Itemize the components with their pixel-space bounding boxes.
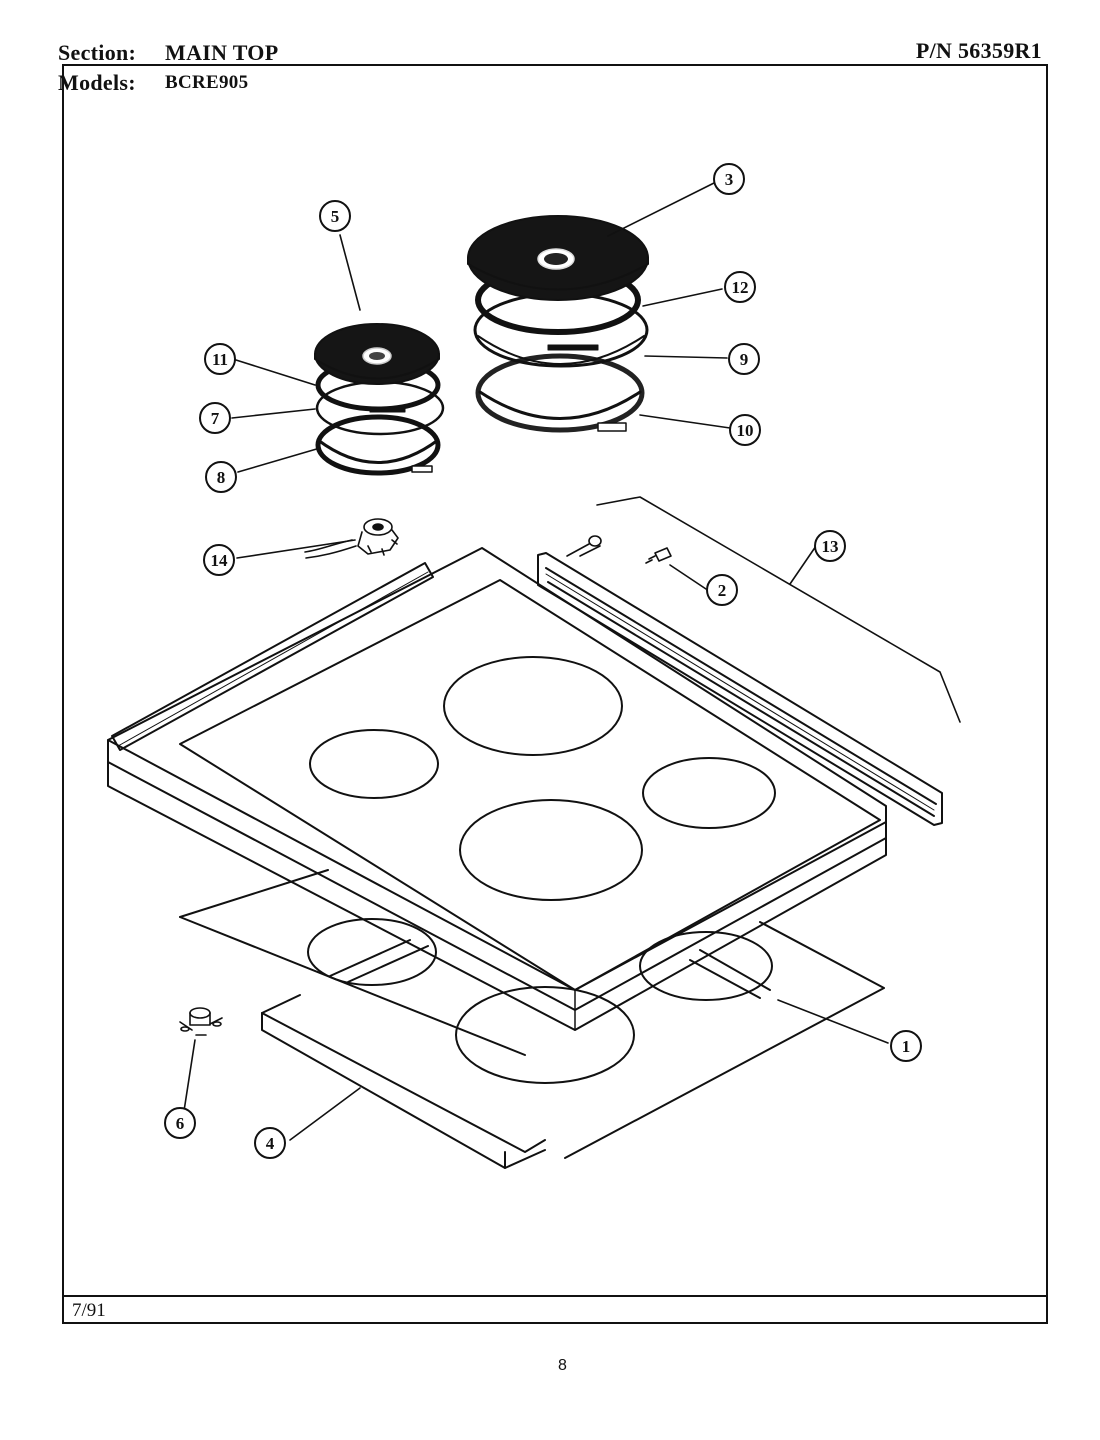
callout-label: 3 [725,170,734,189]
callout-4: 4 [254,1127,286,1159]
callout-2: 2 [706,574,738,606]
callout-label: 1 [902,1037,911,1056]
callout-label: 6 [176,1114,185,1133]
rear-trim-strip [537,552,943,826]
callout-9: 9 [728,343,760,375]
callout-13: 13 [814,530,846,562]
small-surface-element [314,323,445,476]
models-value: BCRE905 [165,72,249,93]
gasket-outline [596,496,961,723]
callout-label: 9 [740,350,749,369]
callout-label: 12 [732,278,749,297]
limit-switch [179,1007,223,1036]
callout-label: 4 [266,1134,275,1153]
callout-label: 2 [718,581,727,600]
callout-5: 5 [319,200,351,232]
callout-label: 8 [217,468,226,487]
callout-label: 7 [211,409,220,428]
section-value: MAIN TOP [165,40,279,65]
section-label: Section: [58,40,137,65]
callout-8: 8 [205,461,237,493]
callout-6: 6 [164,1107,196,1139]
callout-12: 12 [724,271,756,303]
diagram-frame [62,64,1048,1324]
page-number: 8 [558,1357,567,1374]
bottom-panel [261,994,546,1169]
footer-divider [62,1295,1048,1324]
models-label: Models: [58,70,136,95]
cooktop-frame [107,547,887,1031]
callout-14: 14 [203,544,235,576]
callout-label: 5 [331,207,340,226]
part-number: P/N 56359R1 [915,38,1042,63]
callout-7: 7 [199,402,231,434]
revision-date: 7/91 [72,1300,106,1321]
large-surface-element [467,215,649,433]
callout-label: 11 [212,350,228,369]
callout-label: 13 [822,537,839,556]
terminal-block [304,518,399,559]
callout-11: 11 [204,343,236,375]
callout-label: 10 [737,421,754,440]
callout-10: 10 [729,414,761,446]
callout-1: 1 [890,1030,922,1062]
callout-3: 3 [713,163,745,195]
callout-label: 14 [211,551,229,570]
mounting-screw [566,535,672,564]
leader-lines [183,182,889,1141]
heat-shield [179,869,885,1159]
